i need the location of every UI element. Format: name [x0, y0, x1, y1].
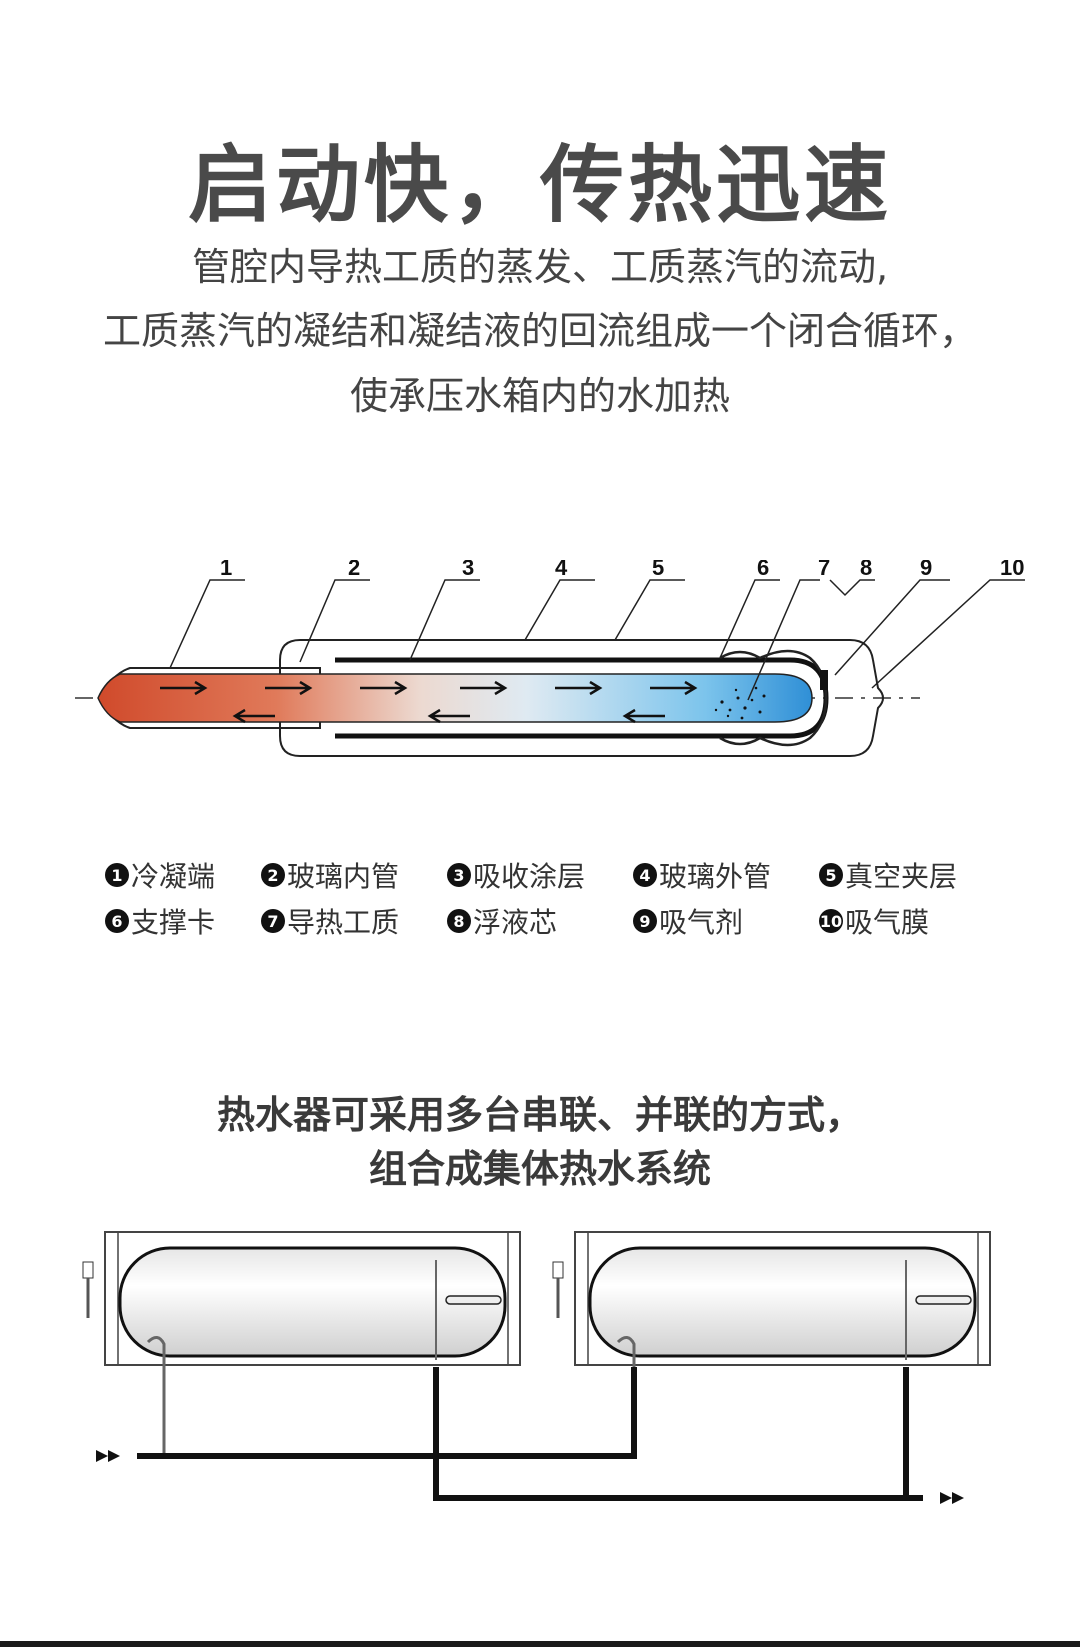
- legend-number: 4: [633, 863, 657, 887]
- diagram-number-6: 6: [757, 560, 769, 580]
- legend-number: 2: [261, 863, 285, 887]
- legend-label: 支撑卡: [131, 906, 216, 939]
- legend-number: 7: [261, 909, 285, 933]
- description-line-1: 管腔内导热工质的蒸发、工质蒸汽的流动,: [191, 245, 889, 289]
- tank-2: [552, 1231, 991, 1375]
- diagram-number-3: 3: [462, 560, 474, 580]
- legend-number: 10: [819, 909, 843, 933]
- legend-label: 玻璃外管: [659, 860, 772, 893]
- diagram-number-4: 4: [555, 560, 568, 580]
- legend-number: 6: [105, 909, 129, 933]
- diagram-number-9: 9: [920, 560, 932, 580]
- description-line-2: 工质蒸汽的凝结和凝结液的回流组成一个闭合循环，: [102, 309, 977, 353]
- subtitle-line-1: 热水器可采用多台串联、并联的方式，: [216, 1093, 863, 1137]
- diagram-number-5: 5: [652, 560, 664, 580]
- diagram-number-2: 2: [348, 560, 360, 580]
- description-line-3: 使承压水箱内的水加热: [349, 374, 730, 418]
- legend-number: 3: [447, 863, 471, 887]
- subtitle-line-2: 组合成集体热水系统: [368, 1147, 711, 1191]
- legend-number: 8: [447, 909, 471, 933]
- water-tank-system-diagram: [82, 1231, 991, 1504]
- tank-1: [82, 1231, 521, 1458]
- diagram-number-10: 10: [1000, 560, 1024, 580]
- heat-pipe-tube-diagram: 1 2 3 4 5 6 7 8 9 10: [75, 560, 1025, 757]
- legend-label: 浮液芯: [473, 906, 558, 939]
- legend-label: 玻璃内管: [287, 860, 400, 893]
- legend-label: 吸气膜: [845, 906, 930, 939]
- legend-label: 吸气剂: [659, 906, 744, 939]
- legend-label: 吸收涂层: [473, 860, 586, 893]
- legend-label: 导热工质: [287, 906, 400, 939]
- diagram-number-7: 7: [818, 560, 830, 580]
- bottom-divider: [0, 1641, 1080, 1647]
- legend-label: 冷凝端: [131, 860, 216, 893]
- legend-label: 真空夹层: [845, 860, 958, 893]
- legend-number: 9: [633, 909, 657, 933]
- legend-number: 1: [105, 863, 129, 887]
- page-title: 启动快，传热迅速: [187, 136, 892, 234]
- diagram-number-1: 1: [220, 560, 232, 580]
- legend-number: 5: [819, 863, 843, 887]
- diagram-number-8: 8: [860, 560, 872, 580]
